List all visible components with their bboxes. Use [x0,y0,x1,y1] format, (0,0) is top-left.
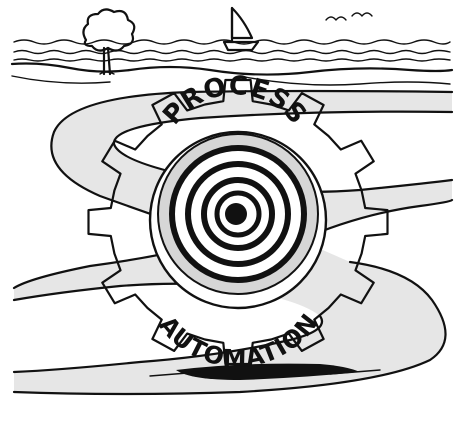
shoreline [10,62,454,86]
birds-icon [325,12,373,21]
target-icon [157,133,319,295]
tree-icon [82,8,136,76]
target-bullseye [225,203,247,225]
gear-shadow [149,363,381,380]
sailboat-icon [222,6,260,52]
